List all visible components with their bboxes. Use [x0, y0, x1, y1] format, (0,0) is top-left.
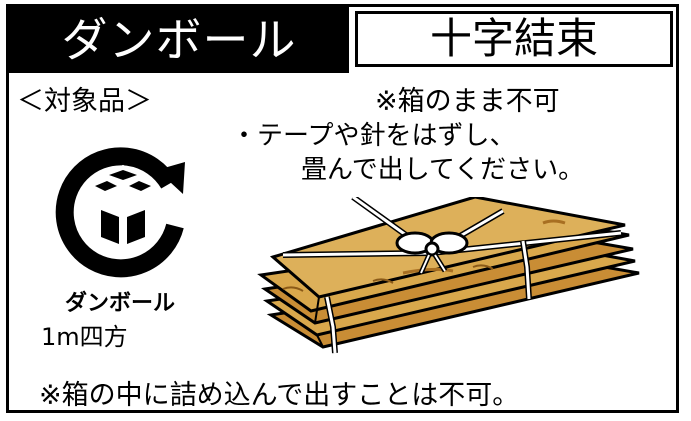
instruction-line-1: ・テープや針をはずし、 — [231, 121, 516, 151]
footer-note: ※箱の中に詰め込んで出すことは不可。 — [39, 380, 520, 411]
material-title: ダンボール — [9, 7, 349, 73]
icon-caption: ダンボール — [65, 291, 176, 316]
no-box-note: ※箱のまま不可 — [375, 86, 560, 117]
sorting-card: ダンボール 十字結束 ＜対象品＞ ※箱のまま不可 ・テープや針をはずし、 畳んで… — [6, 4, 679, 413]
tied-cardboard-bundle — [257, 197, 640, 354]
target-items-label: ＜対象品＞ — [17, 86, 152, 117]
bundling-method-title: 十字結束 — [355, 11, 673, 67]
instruction-line-2: 畳んで出してください。 — [301, 155, 585, 185]
cardboard-recycle-icon — [55, 147, 185, 278]
size-limit: 1m四方 — [41, 323, 128, 351]
